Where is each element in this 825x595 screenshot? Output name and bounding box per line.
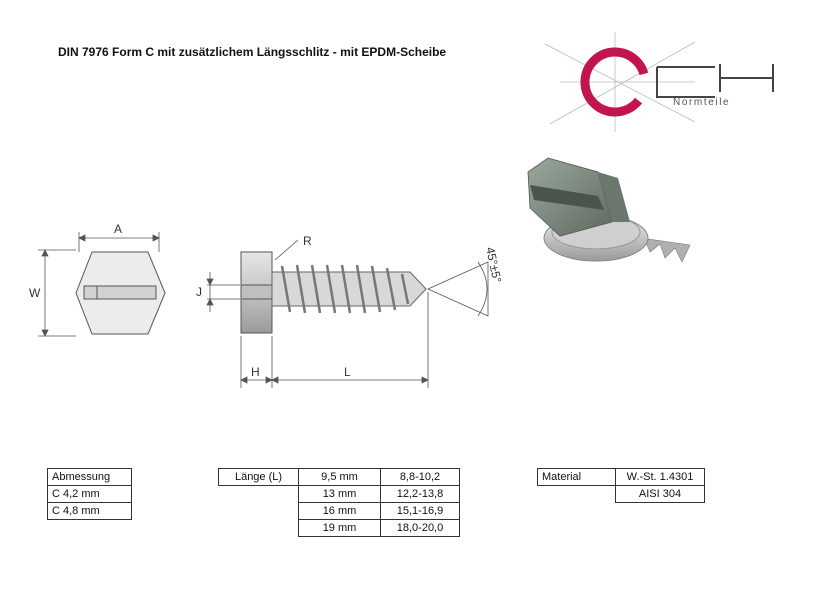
dim-label-angle: 45°±5° [483,246,504,285]
length-nominal: 19 mm [298,519,381,537]
logo-ring [580,47,650,117]
product-render [527,157,691,263]
dimensions-table: Abmessung C 4,2 mm C 4,8 mm [47,468,132,520]
length-spacer [219,503,299,520]
dim-label-h: H [251,365,260,379]
length-header: Länge (L) [218,468,299,486]
length-nominal: 13 mm [298,485,381,503]
dim-label-a: A [114,222,122,236]
length-range: 8,8-10,2 [380,468,460,486]
dim-label-l: L [344,365,351,379]
material-table: Material W.-St. 1.4301 AISI 304 [537,468,705,503]
material-value: W.-St. 1.4301 [615,468,705,486]
material-spacer [538,486,616,503]
length-range: 15,1-16,9 [380,502,460,520]
material-value: AISI 304 [615,485,705,503]
dim-label-r: R [303,234,312,248]
ch-logo [545,32,774,132]
dimension-w [38,249,76,337]
dimension-h-l [240,292,429,388]
dimension-a [78,232,160,252]
length-range: 18,0-20,0 [380,519,460,537]
logo-subtitle: Normteile [673,97,731,108]
dimension-row: C 4,2 mm [47,485,132,503]
material-label: Material [537,468,616,486]
dimension-j [206,272,240,312]
tip-angle [427,261,489,317]
dimension-row: C 4,8 mm [47,502,132,520]
length-nominal: 9,5 mm [298,468,381,486]
dim-label-j: J [196,285,202,299]
length-spacer [219,520,299,537]
head-front-view [75,251,166,335]
length-table: Länge (L) 9,5 mm 8,8-10,2 13 mm 12,2-13,… [218,468,460,537]
screw-side-view [240,251,427,334]
dim-label-w: W [29,286,41,300]
dimensions-header: Abmessung [47,468,132,486]
length-nominal: 16 mm [298,502,381,520]
length-spacer [219,486,299,503]
length-range: 12,2-13,8 [380,485,460,503]
page-title: DIN 7976 Form C mit zusätzlichem Längssc… [58,45,447,59]
